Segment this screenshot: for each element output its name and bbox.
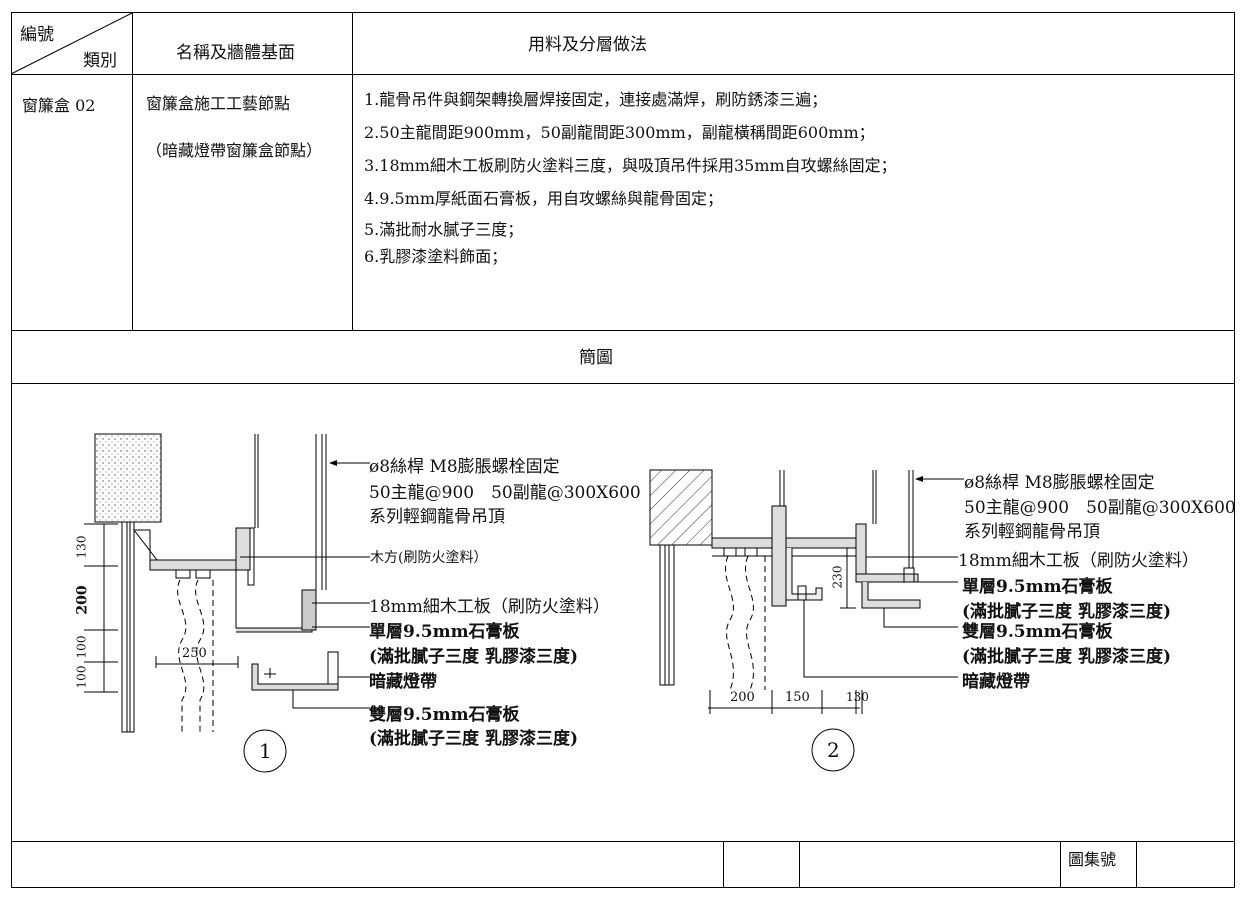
detail-2-note-single-finish: (滿批膩子三度 乳膠漆三度)	[962, 602, 1172, 622]
detail-1-note-ceiling: 系列輕鋼龍骨吊頂	[369, 507, 505, 527]
step-6: 6.乳膠漆塗料飾面；	[364, 247, 508, 266]
detail-2-drawing	[649, 469, 964, 772]
detail-2-dim-150: 150	[785, 690, 810, 705]
name-column-header: 名稱及牆體基面	[176, 43, 295, 63]
detail-2-dim-130: 130	[846, 690, 869, 704]
detail-1-wall	[94, 433, 162, 523]
item-subname: （暗藏燈帶窗簾盒節點）	[146, 141, 323, 160]
detail-2-note-light: 暗藏燈帶	[962, 672, 1030, 692]
detail-2-note-rod: ø8絲桿 M8膨脹螺栓固定	[964, 473, 1155, 493]
category-label: 類別	[83, 51, 117, 71]
number-label: 編號	[20, 25, 54, 45]
detail-1-note-board: 18mm細木工板（刷防火塗料）	[369, 597, 610, 617]
detail-1-drawing	[84, 433, 370, 773]
detail-1-dim-250: 250	[182, 646, 207, 661]
detail-2-wall	[649, 469, 713, 546]
detail-2-note-board: 18mm細木工板（刷防火塗料）	[958, 551, 1199, 571]
detail-2-number: 2	[827, 738, 840, 762]
detail-2-note-double-finish: (滿批膩子三度 乳膠漆三度)	[962, 647, 1172, 667]
detail-1-dim-100a: 100	[74, 635, 89, 659]
detail-1-note-keel: 50主龍@900 50副龍@300X600	[369, 483, 641, 503]
detail-1-note-single-gypsum: 單層9.5mm石膏板	[369, 622, 520, 642]
step-5: 5.滿批耐水膩子三度；	[364, 220, 524, 239]
detail-2-note-double-gypsum: 雙層9.5mm石膏板	[962, 622, 1113, 642]
detail-1-note-wood: 木方(刷防火塗料）	[370, 550, 488, 566]
step-3: 3.18mm細木工板刷防火塗料三度，與吸頂吊件採用35mm自攻螺絲固定；	[364, 156, 897, 175]
detail-2-dim-230: 230	[830, 565, 845, 589]
method-steps: 1.龍骨吊件與鋼架轉換層焊接固定，連接處滿焊，刷防銹漆三遍； 2.50主龍間距9…	[364, 83, 897, 269]
detail-1-note-rod: ø8絲桿 M8膨脹螺栓固定	[369, 457, 560, 477]
method-column-header: 用料及分層做法	[528, 35, 647, 55]
header-diagonal	[10, 12, 133, 75]
step-2: 2.50主龍間距900mm，50副龍間距300mm，副龍橫稱間距600mm；	[364, 123, 875, 142]
detail-1-note-double-finish: (滿批膩子三度 乳膠漆三度)	[369, 729, 579, 749]
detail-1-number: 1	[259, 739, 272, 763]
detail-2-note-single-gypsum: 單層9.5mm石膏板	[962, 577, 1113, 597]
detail-2-note-keel: 50主龍@900 50副龍@300X600	[964, 498, 1236, 518]
detail-1-note-double-gypsum: 雙層9.5mm石膏板	[369, 705, 520, 725]
atlas-number-label: 圖集號	[1068, 850, 1117, 869]
step-4: 4.9.5mm厚紙面石膏板，用自攻螺絲與龍骨固定；	[364, 189, 724, 208]
detail-1-note-light: 暗藏燈帶	[369, 672, 437, 692]
item-code: 窗簾盒 02	[22, 96, 96, 115]
item-name: 窗簾盒施工工藝節點	[146, 94, 291, 113]
diagram-section-title: 簡圖	[579, 348, 613, 368]
detail-1-dim-100b: 100	[74, 665, 89, 689]
detail-1-dim-200: 200	[74, 585, 91, 615]
detail-1-note-single-finish: (滿批膩子三度 乳膠漆三度)	[369, 647, 579, 667]
detail-1-dim-130: 130	[74, 535, 89, 559]
detail-2-note-ceiling: 系列輕鋼龍骨吊頂	[964, 522, 1100, 542]
step-1: 1.龍骨吊件與鋼架轉換層焊接固定，連接處滿焊，刷防銹漆三遍；	[364, 90, 828, 109]
detail-2-dim-200: 200	[730, 690, 755, 705]
